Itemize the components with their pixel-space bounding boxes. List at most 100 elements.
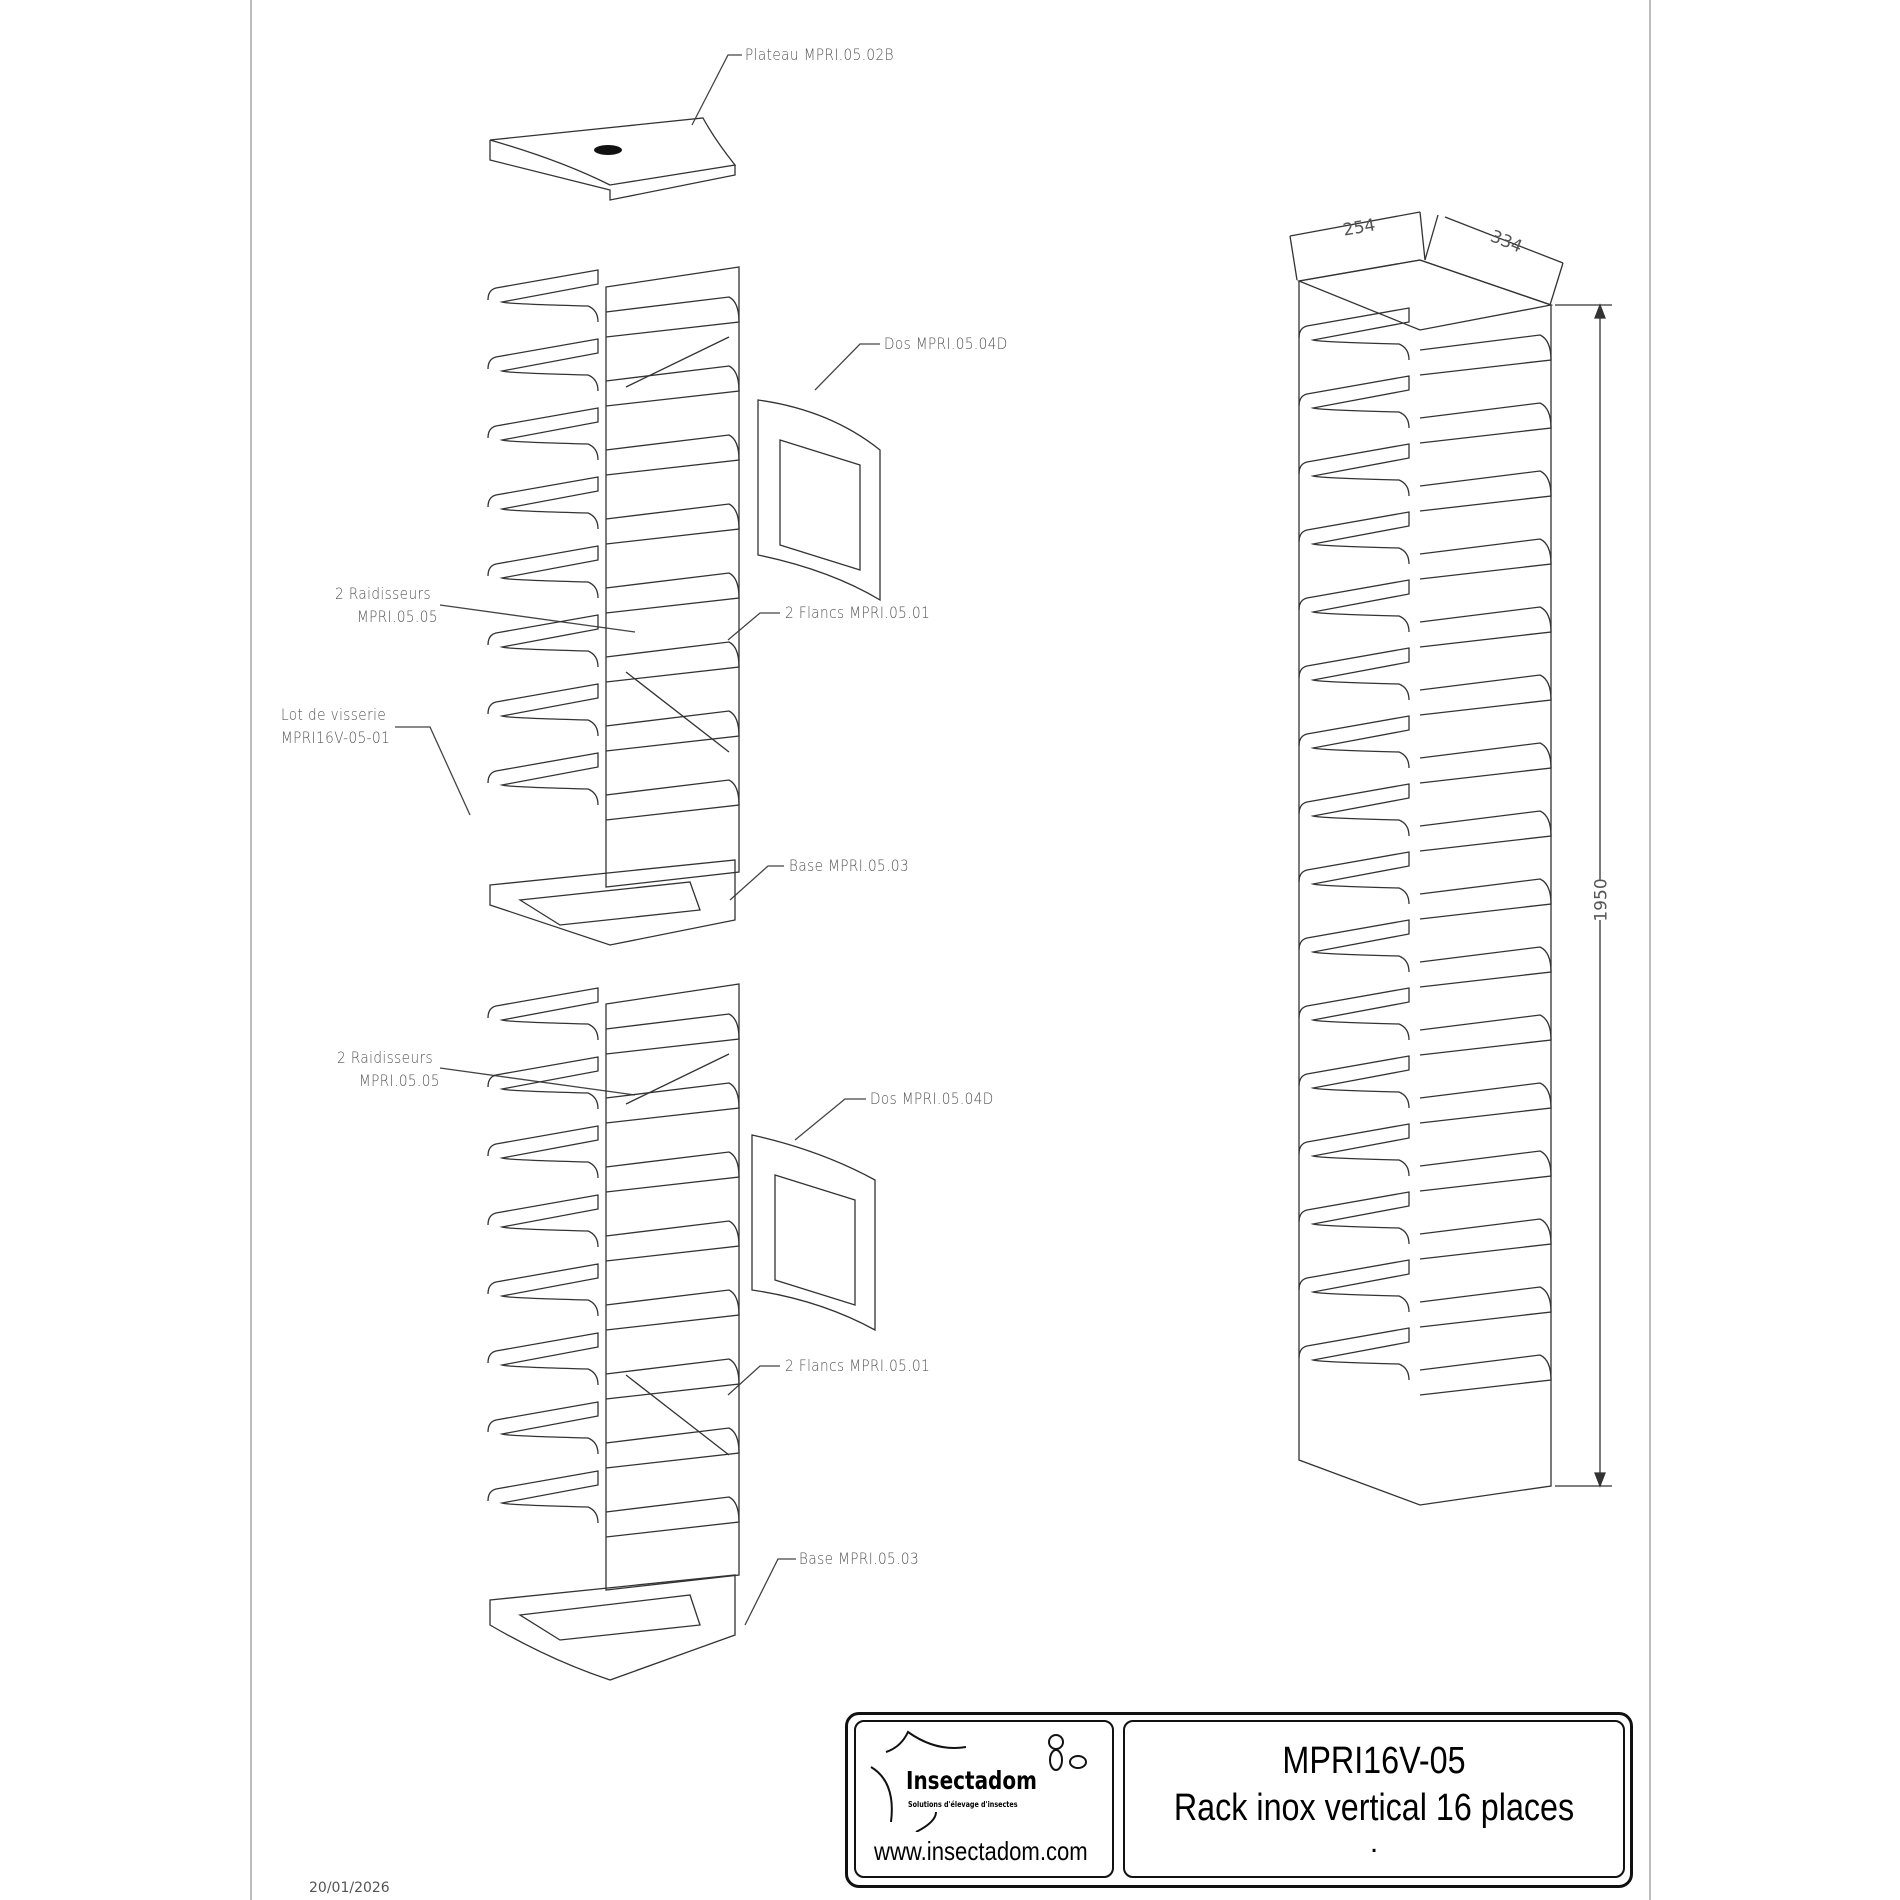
- flank-slot: [605, 1427, 740, 1469]
- assembled-slot: [1419, 1354, 1552, 1396]
- shelf-hook: [487, 1125, 599, 1179]
- flank-slot: [605, 1358, 740, 1400]
- label-raidisseurs-top-ref: MPRI.05.05: [357, 607, 438, 626]
- assembled-slot: [1419, 946, 1552, 988]
- assembled-slot: [1419, 878, 1552, 920]
- shelf-hook: [487, 1332, 599, 1386]
- shelf-hook: [487, 476, 599, 530]
- brand-tagline: Solutions d'élevage d'insectes: [908, 1800, 1018, 1809]
- stiffener: [625, 1053, 730, 1456]
- brand-name: Insectadom: [906, 1766, 1037, 1795]
- label-dos-bottom: Dos MPRI.05.04D: [870, 1089, 994, 1108]
- assembled-shelf: [1298, 307, 1410, 361]
- flank-slot: [605, 503, 740, 545]
- assembled-slot: [1419, 538, 1552, 580]
- assembled-slot: [1419, 1082, 1552, 1124]
- assembled-slot: [1419, 1150, 1552, 1192]
- shelf-hook: [487, 752, 599, 806]
- base-part: [489, 859, 736, 946]
- assembled-slot: [1419, 1014, 1552, 1056]
- dimension-height: 1950: [1591, 878, 1612, 922]
- part-note: .: [1369, 1826, 1379, 1859]
- flank-slot: [605, 710, 740, 752]
- flank-slot: [605, 1151, 740, 1193]
- rack-parts: [487, 259, 1554, 1681]
- flank-slot: [605, 1082, 740, 1124]
- assembled-slot: [1419, 402, 1552, 444]
- title-block-info-cell: MPRI16V-05 Rack inox vertical 16 places …: [1123, 1720, 1625, 1878]
- label-raidisseurs-bottom: 2 Raidisseurs: [337, 1048, 434, 1067]
- assembled-slot: [1419, 1286, 1552, 1328]
- flank-slot: [605, 572, 740, 614]
- brand-url: www.insectadom.com: [874, 1836, 1088, 1866]
- shelf-hook: [487, 1194, 599, 1248]
- flank-slot: [605, 1013, 740, 1055]
- assembled-slot: [1419, 674, 1552, 716]
- assembled-shelf: [1298, 783, 1410, 837]
- shelf-hook: [487, 1470, 599, 1524]
- back-plate: [751, 1134, 876, 1332]
- assembled-shelf: [1298, 1259, 1410, 1313]
- stiffener: [625, 336, 730, 753]
- part-name: Rack inox vertical 16 places: [1173, 1787, 1575, 1829]
- assembled-shelf: [1298, 579, 1410, 633]
- label-base-top: Base MPRI.05.03: [789, 856, 910, 875]
- label-dos-top: Dos MPRI.05.04D: [884, 334, 1008, 353]
- title-block: [845, 1712, 1633, 1888]
- shelf-hook: [487, 683, 599, 737]
- assembled-slot: [1419, 606, 1552, 648]
- label-flancs-top: 2 Flancs MPRI.05.01: [785, 603, 931, 622]
- base-part: [489, 1574, 736, 1681]
- assembled-shelf: [1298, 1191, 1410, 1245]
- label-visserie-ref: MPRI16V-05-01: [281, 728, 391, 747]
- assembled-shelf: [1298, 919, 1410, 973]
- assembled-shelf: [1298, 851, 1410, 905]
- shelf-hook: [487, 338, 599, 392]
- leader-arrows: [395, 54, 880, 1626]
- assembled-slot: [1419, 810, 1552, 852]
- back-plate: [757, 399, 881, 602]
- label-raidisseurs-bottom-ref: MPRI.05.05: [359, 1071, 440, 1090]
- label-plateau: Plateau MPRI.05.02B: [745, 45, 894, 64]
- assembled-shelf: [1298, 443, 1410, 497]
- title-block-logo-cell: Insectadom Solutions d'élevage d'insecte…: [854, 1720, 1114, 1878]
- assembled-shelf: [1298, 987, 1410, 1041]
- dimension-lines: [1289, 211, 1612, 1488]
- assembled-shelf: [1298, 511, 1410, 565]
- side-flank: [605, 266, 740, 888]
- shelf-hook: [487, 614, 599, 668]
- flank-slot: [605, 296, 740, 338]
- assembled-slot: [1419, 742, 1552, 784]
- shelf-hook: [487, 1263, 599, 1317]
- assembled-slot: [1419, 470, 1552, 512]
- label-visserie: Lot de visserie: [281, 705, 387, 724]
- assembled-shelf: [1298, 1327, 1410, 1381]
- plateau-part: [489, 117, 737, 201]
- shelf-hook: [487, 407, 599, 461]
- assembled-slot: [1419, 334, 1552, 376]
- flank-slot: [605, 779, 740, 821]
- flank-slot: [605, 434, 740, 476]
- flank-slot: [605, 1496, 740, 1538]
- assembled-shelf: [1298, 375, 1410, 429]
- assembled-shelf: [1298, 647, 1410, 701]
- side-flank: [605, 983, 740, 1591]
- assembled-shelf: [1298, 715, 1410, 769]
- shelf-hook: [487, 1401, 599, 1455]
- label-flancs-bottom: 2 Flancs MPRI.05.01: [785, 1356, 931, 1375]
- assembled-top-plate: [1296, 259, 1554, 331]
- flank-slot: [605, 641, 740, 683]
- shelf-hook: [487, 1056, 599, 1110]
- shelf-hook: [487, 269, 599, 323]
- plateau-logo: [594, 145, 622, 155]
- assembled-shelf: [1298, 1123, 1410, 1177]
- drawing-date: 20/01/2026: [309, 1880, 390, 1896]
- label-raidisseurs-top: 2 Raidisseurs: [335, 584, 432, 603]
- flank-slot: [605, 1220, 740, 1262]
- part-code: MPRI16V-05: [1282, 1740, 1466, 1782]
- flank-slot: [605, 1289, 740, 1331]
- assembled-slot: [1419, 1218, 1552, 1260]
- shelf-hook: [487, 545, 599, 599]
